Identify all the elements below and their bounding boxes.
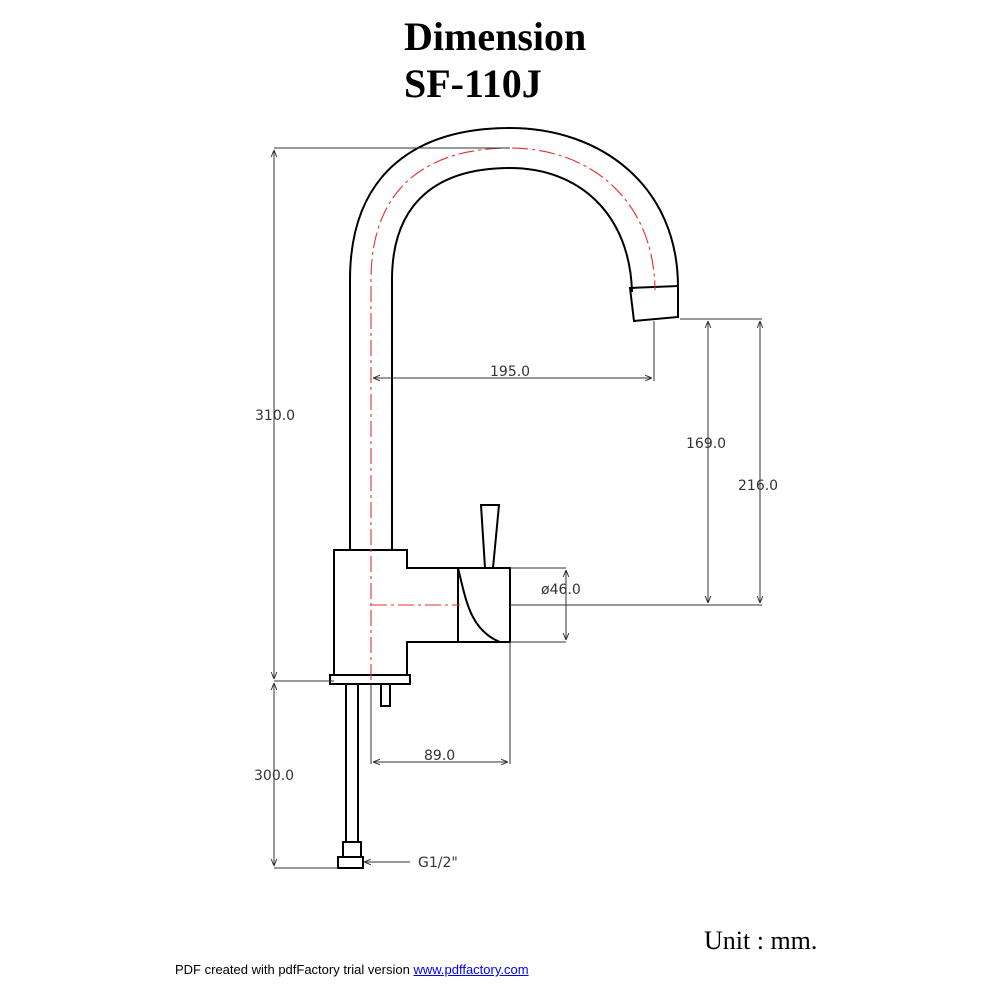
footer-link[interactable]: www.pdffactory.com: [413, 962, 529, 977]
dimension-lines: [274, 147, 762, 869]
label-total-height: 310.0: [255, 408, 295, 424]
label-spout-clearance: 169.0: [686, 436, 726, 452]
cartridge-curve: [457, 567, 501, 643]
spout-inner-curve: [391, 166, 633, 550]
base-flange: [329, 674, 411, 685]
label-body-diameter: ø46.0: [541, 582, 581, 598]
label-outlet-height: 216.0: [738, 478, 778, 494]
spout-tip: [628, 284, 679, 323]
faucet-outline: [329, 126, 679, 869]
label-connection: G1/2": [418, 855, 458, 871]
model-number: SF-110J: [404, 61, 542, 106]
dimension-labels: 310.0 300.0 195.0 169.0 216.0 ø46.0 89.0…: [254, 364, 778, 871]
hose-connector: [337, 856, 364, 869]
faucet-body: [333, 549, 459, 676]
page-title: Dimension: [404, 14, 587, 59]
supply-hose: [345, 683, 359, 843]
spout-outer-curve: [349, 126, 679, 550]
lever-handle: [479, 504, 501, 569]
centerlines: [370, 147, 656, 680]
unit-label: Unit : mm.: [704, 926, 818, 955]
label-body-depth: 89.0: [424, 748, 455, 764]
footer-text: PDF created with pdfFactory trial versio…: [175, 962, 410, 977]
pdf-footer: PDF created with pdfFactory trial versio…: [175, 962, 529, 977]
label-spout-reach: 195.0: [490, 364, 530, 380]
mounting-stud: [380, 683, 391, 707]
hose-nut: [342, 841, 362, 858]
label-supply-length: 300.0: [254, 768, 294, 784]
spout-centerline: [370, 147, 656, 680]
